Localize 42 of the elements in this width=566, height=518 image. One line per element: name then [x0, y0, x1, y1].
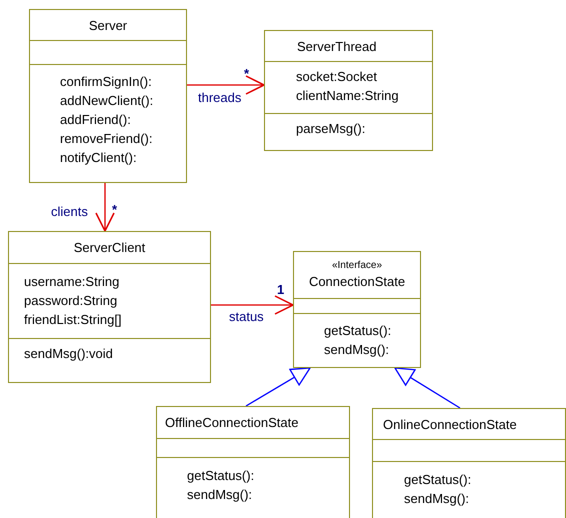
member-text: getStatus(): — [404, 471, 472, 489]
stereotype-label: «Interface» — [332, 259, 382, 272]
generalization-arrow — [394, 367, 460, 409]
class-name: OnlineConnectionState — [383, 416, 517, 434]
multiplicity-label: * — [112, 202, 118, 217]
class-box — [156, 406, 350, 518]
member-text: sendMsg(): — [187, 486, 254, 504]
member-text: password:String — [24, 292, 118, 310]
member-text: sendMsg(): — [324, 341, 390, 359]
association-arrow — [187, 75, 265, 95]
member-text: addFriend(): — [60, 111, 132, 129]
class-box — [264, 30, 433, 151]
class-box — [8, 231, 211, 383]
class-name: OfflineConnectionState — [165, 414, 298, 432]
class-name: ServerClient — [74, 239, 146, 257]
member-text: parseMsg(): — [296, 120, 366, 138]
member-text: clientName:String — [296, 87, 400, 105]
member-text: removeFriend(): — [60, 130, 154, 148]
member-text: getStatus(): — [187, 467, 256, 485]
member-text: friendList:String[] — [24, 311, 123, 329]
multiplicity-label: * — [244, 66, 250, 81]
multiplicity-label: 1 — [277, 282, 284, 297]
member-text: addNewClient(): — [60, 92, 154, 110]
class-box — [372, 408, 566, 518]
class-box — [293, 251, 421, 368]
class-box — [29, 9, 187, 183]
edge-label: threads — [198, 90, 242, 105]
association-arrow — [211, 295, 294, 315]
member-text: sendMsg():void — [24, 345, 114, 363]
class-name: ConnectionState — [308, 273, 406, 291]
member-text: socket:Socket — [296, 68, 378, 86]
member-text: getStatus(): — [324, 322, 392, 340]
generalization-arrow — [246, 367, 311, 407]
association-arrow — [95, 183, 115, 232]
edge-label: clients — [51, 204, 88, 219]
member-text: username:String — [24, 273, 120, 291]
member-text: confirmSignIn(): — [60, 73, 153, 91]
class-name: ServerThread — [297, 38, 376, 56]
edge-label: status — [229, 309, 264, 324]
member-text: notifyClient(): — [60, 149, 138, 167]
class-name: Server — [88, 16, 128, 34]
member-text: sendMsg(): — [404, 490, 470, 508]
